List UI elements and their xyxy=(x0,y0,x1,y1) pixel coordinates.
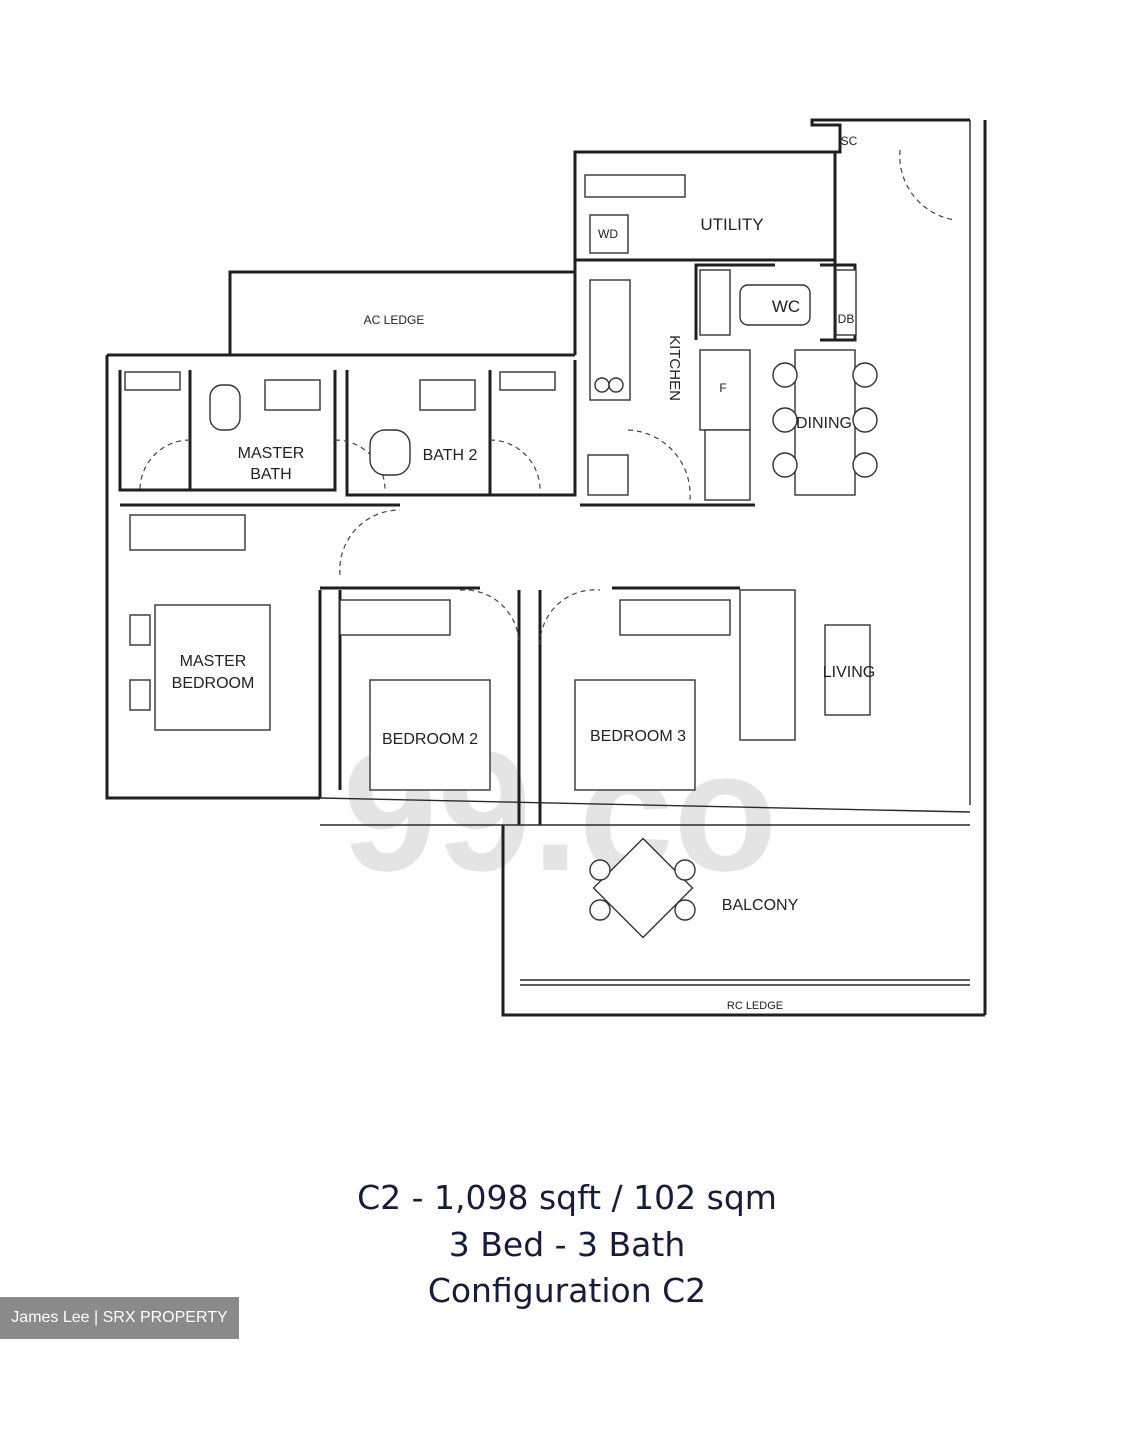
label-master-bath-line1: MASTER xyxy=(238,445,305,462)
outer-walls xyxy=(105,118,987,1017)
label-master-bath-line2: BATH xyxy=(250,466,291,483)
label-bedroom-2: BEDROOM 2 xyxy=(382,731,478,748)
caption-bed-bath: 3 Bed - 3 Bath xyxy=(448,1225,686,1264)
label-bedroom-3: BEDROOM 3 xyxy=(590,728,686,745)
label-bath-2: BATH 2 xyxy=(423,447,478,464)
room-labels: SC WD UTILITY AC LEDGE WC DB KITCHEN F D… xyxy=(172,134,876,1012)
label-kitchen: KITCHEN xyxy=(666,335,683,401)
label-wd: WD xyxy=(598,227,618,241)
label-ac-ledge: AC LEDGE xyxy=(364,313,425,327)
caption-area-size: C2 - 1,098 sqft / 102 sqm xyxy=(357,1178,777,1217)
label-utility: UTILITY xyxy=(700,215,763,234)
label-db: DB xyxy=(838,312,855,326)
label-rc-ledge: RC LEDGE xyxy=(727,1000,783,1012)
label-dining: DINING xyxy=(796,415,852,432)
agent-credit-badge: James Lee | SRX PROPERTY xyxy=(0,1297,239,1339)
label-fridge: F xyxy=(719,381,726,395)
label-master-bedroom-line2: BEDROOM xyxy=(172,675,255,692)
caption-configuration: Configuration C2 xyxy=(427,1271,707,1310)
door-swings xyxy=(139,149,956,646)
floor-plan: 99.co xyxy=(105,118,987,1017)
internal-walls xyxy=(118,152,971,986)
label-balcony: BALCONY xyxy=(722,897,799,914)
furniture xyxy=(124,174,878,939)
label-living: LIVING xyxy=(823,664,875,681)
label-sc: SC xyxy=(841,134,858,148)
label-wc: WC xyxy=(772,297,800,316)
label-master-bedroom-line1: MASTER xyxy=(180,653,247,670)
